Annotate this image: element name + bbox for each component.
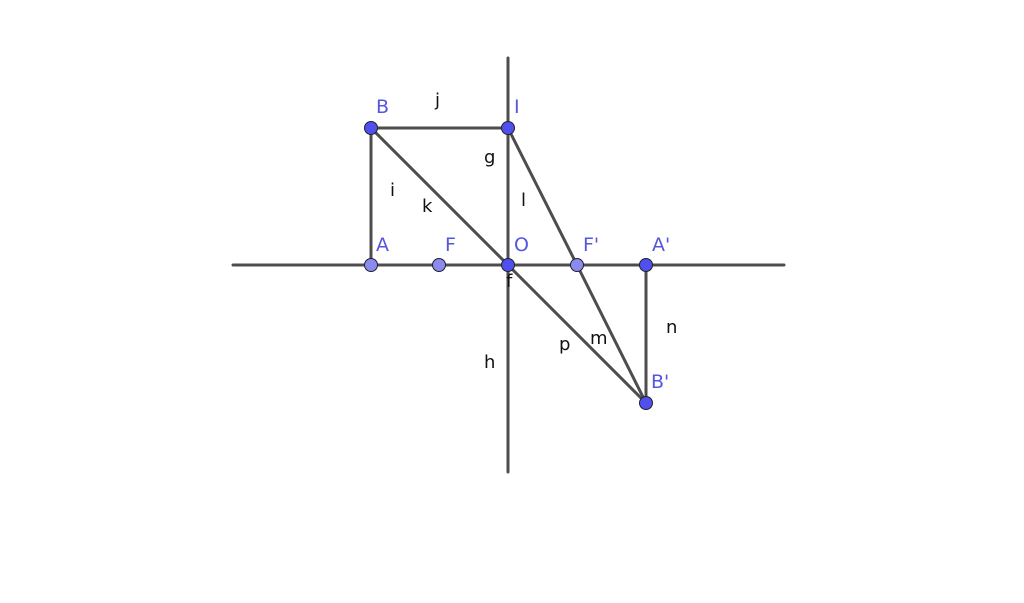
label-f: f <box>506 271 513 292</box>
point-B[interactable] <box>364 121 378 135</box>
label-n: n <box>666 317 677 338</box>
point-F-prime[interactable] <box>570 258 584 272</box>
label-I: I <box>514 96 520 118</box>
label-O: O <box>514 234 529 256</box>
label-k: k <box>422 196 433 217</box>
label-F-prime: F' <box>583 234 599 256</box>
label-h: h <box>484 352 495 373</box>
label-F: F <box>445 234 456 256</box>
label-l: l <box>521 190 526 211</box>
label-i: i <box>390 180 395 201</box>
label-B-prime: B' <box>651 371 669 393</box>
point-B-prime[interactable] <box>639 396 653 410</box>
point-A[interactable] <box>364 258 378 272</box>
label-j: j <box>434 90 440 111</box>
label-A: A <box>376 234 389 256</box>
label-p: p <box>559 334 570 355</box>
segment-m[interactable] <box>575 263 648 405</box>
segment-p[interactable] <box>506 263 648 405</box>
point-A-prime[interactable] <box>639 258 653 272</box>
label-A-prime: A' <box>652 234 670 256</box>
point-I[interactable] <box>501 121 515 135</box>
label-m: m <box>590 328 608 349</box>
label-g: g <box>484 147 495 168</box>
segment-l[interactable] <box>506 126 579 267</box>
point-O[interactable] <box>501 258 515 272</box>
point-F[interactable] <box>432 258 446 272</box>
label-B: B <box>376 96 389 118</box>
segment-k[interactable] <box>369 126 510 267</box>
